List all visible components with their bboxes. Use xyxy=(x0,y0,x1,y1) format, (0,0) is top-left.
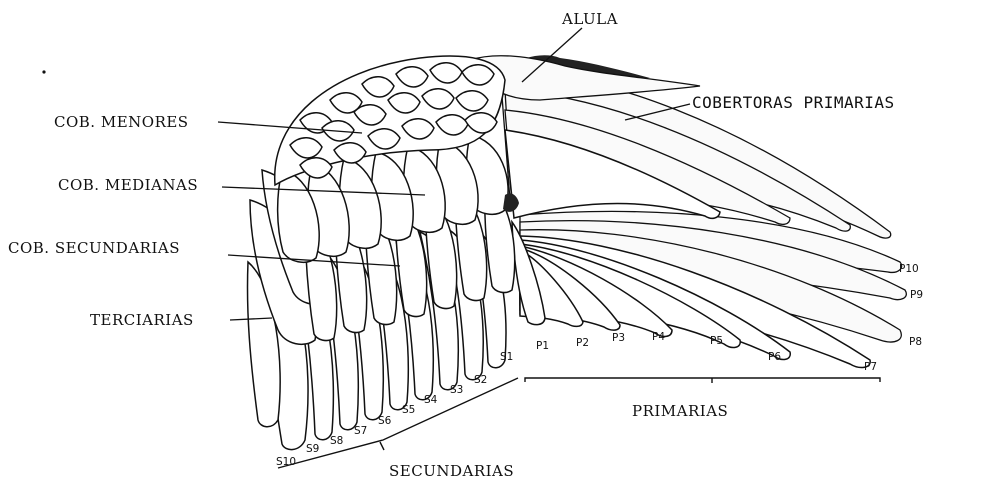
label-cob-menores: COB. MENORES xyxy=(54,113,189,131)
label-cob-medianas: COB. MEDIANAS xyxy=(58,176,198,194)
label-cob-secundarias: COB. SECUNDARIAS xyxy=(8,239,180,257)
label-p5: P5 xyxy=(710,335,723,347)
label-p4: P4 xyxy=(652,331,665,343)
label-primarias: PRIMARIAS xyxy=(632,402,728,420)
label-p10: P10 xyxy=(899,263,919,275)
label-s3: S3 xyxy=(450,384,463,396)
label-s8: S8 xyxy=(330,435,343,447)
label-s4: S4 xyxy=(424,394,438,406)
label-p9: P9 xyxy=(910,289,923,301)
label-s6: S6 xyxy=(378,415,392,427)
label-s5: S5 xyxy=(402,404,415,416)
label-p8: P8 xyxy=(909,336,922,348)
label-s1: S1 xyxy=(500,351,513,363)
label-p7: P7 xyxy=(864,361,877,373)
label-s10: S10 xyxy=(276,456,296,468)
label-p2: P2 xyxy=(576,337,589,349)
label-p3: P3 xyxy=(612,332,625,344)
label-alula: ALULA xyxy=(561,10,618,28)
label-s9: S9 xyxy=(306,443,319,455)
label-cobertoras-primarias: COBERTORAS PRIMARIAS xyxy=(692,93,895,112)
label-s2: S2 xyxy=(474,374,487,386)
label-p6: P6 xyxy=(768,351,781,363)
label-s7: S7 xyxy=(354,425,367,437)
label-p1: P1 xyxy=(536,340,549,352)
primary-coverts xyxy=(470,55,891,238)
primarias-brace xyxy=(525,378,880,382)
label-secundarias: SECUNDARIAS xyxy=(389,462,514,480)
secundarias-brace-tick xyxy=(380,442,384,450)
stray-dot xyxy=(42,70,45,73)
label-terciarias: TERCIARIAS xyxy=(90,311,194,329)
